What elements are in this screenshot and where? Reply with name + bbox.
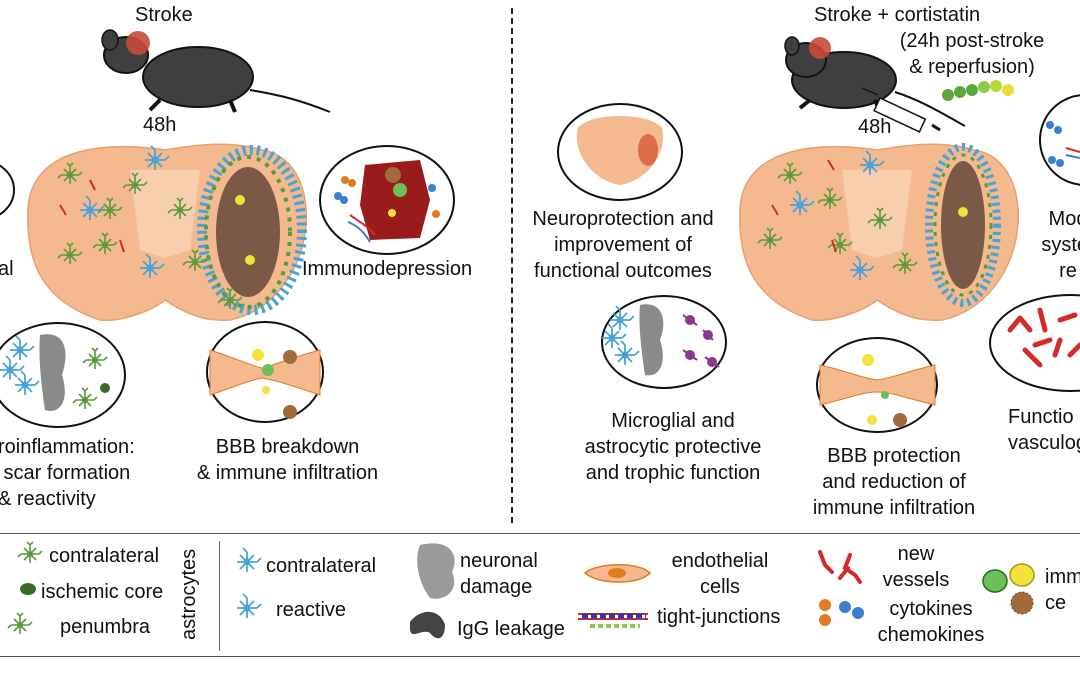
legend-separator	[219, 541, 220, 651]
right-title: Stroke + cortistatin	[814, 4, 981, 26]
panel-divider	[511, 8, 513, 523]
cortistatin-peptide	[942, 80, 1014, 101]
legend-neuronal-damage: neuronal damage	[460, 550, 538, 598]
legend-igg-leakage: IgG leakage	[457, 618, 565, 640]
bubble-bbb-right	[816, 337, 938, 433]
bubble-vasculogenesis	[989, 294, 1080, 392]
left-edge-label: al	[0, 258, 14, 280]
bubble-bbb-left	[206, 321, 324, 423]
legend-new-vessels: new vessels	[882, 543, 950, 591]
mouse-left	[101, 29, 331, 113]
brain-right	[739, 143, 1020, 321]
bubble-neuroinflammation	[0, 322, 126, 428]
left-title: Stroke	[135, 4, 193, 26]
legend-microglia-penumbra: penumbra	[60, 616, 151, 638]
brain-left	[27, 143, 308, 321]
legend-tight-junctions: tight-junctions	[657, 606, 781, 628]
neuroinflammation-label: roinflammation: scar formation & reactiv…	[0, 436, 135, 510]
left-time-label: 48h	[143, 114, 177, 136]
legend-astrocyte-contralateral: contralateral	[266, 555, 377, 577]
legend-immune-cells: imm ce	[1045, 566, 1080, 614]
bbb-breakdown-label: BBB breakdown & immune infiltration	[196, 436, 379, 484]
immunodepression-label: Immunodepression	[302, 258, 473, 280]
bubble-left-edge	[0, 164, 15, 216]
legend-astrocytes-title: astrocytes	[178, 548, 200, 640]
vasculogenesis-label: Functio vasculoge	[1008, 406, 1080, 454]
bubble-neuroprotection	[557, 103, 683, 201]
legend-astrocyte-reactive: reactive	[276, 599, 347, 621]
legend-box	[0, 533, 1080, 657]
bubble-modulation	[1039, 94, 1080, 186]
syringe	[861, 87, 941, 133]
bubble-glial	[601, 295, 727, 389]
modulation-label: Mod syster re	[1041, 208, 1080, 282]
right-subtitle: (24h post-stroke & reperfusion)	[899, 30, 1045, 78]
legend-endothelial-cells: endothelial cells	[671, 550, 769, 598]
legend-cytokines-chemokines: cytokines chemokines	[877, 598, 985, 646]
bubble-immunodepression	[319, 145, 455, 255]
bbb-protection-label: BBB protection and reduction of immune i…	[812, 445, 976, 519]
legend-microglia-ischemic-core: ischemic core	[41, 581, 164, 603]
glial-function-label: Microglial and astrocytic protective and…	[584, 410, 762, 484]
right-time-label: 48h	[858, 116, 892, 138]
legend-icons	[7, 541, 1035, 639]
legend-microglia-contralateral: contralateral	[49, 545, 160, 567]
mouse-right	[784, 36, 966, 127]
neuroprotection-label: Neuroprotection and improvement of funct…	[532, 208, 714, 282]
